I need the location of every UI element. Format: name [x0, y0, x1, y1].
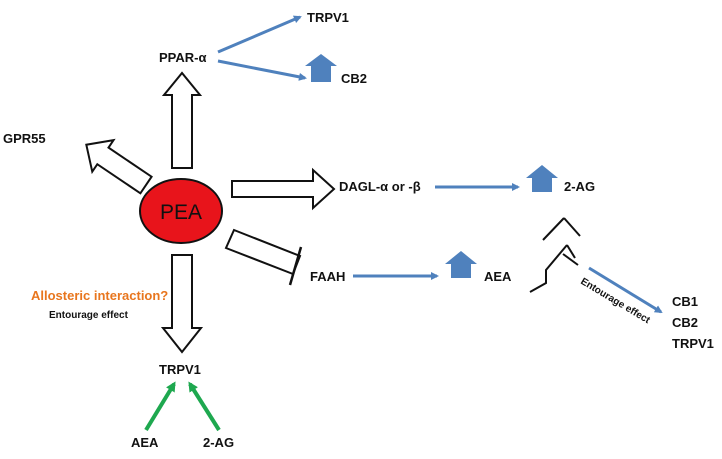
- up-arrow-icon: [526, 165, 558, 192]
- arrow-ppar-to-cb2: [217, 59, 307, 81]
- arrow-to-gpr55: [85, 138, 153, 195]
- aea-bottom-label: AEA: [131, 435, 159, 450]
- arrow-ppar-to-trpv1: [217, 15, 302, 54]
- pea-label: PEA: [160, 201, 202, 224]
- ppar-alpha-label: PPAR-α: [159, 50, 206, 65]
- faah-label: FAAH: [310, 269, 345, 284]
- arrow-to-dagl: [231, 167, 336, 211]
- bracket-arm: [562, 253, 579, 266]
- cb2-top-label: CB2: [341, 71, 367, 86]
- up-arrow-icon: [305, 54, 337, 82]
- aea-right-label: AEA: [484, 269, 512, 284]
- allosteric-label: Allosteric interaction?: [31, 288, 168, 303]
- arrow-2ag-to-trpv1: [188, 381, 221, 432]
- target-cb2: CB2: [672, 315, 698, 330]
- up-arrow-icon: [445, 251, 477, 278]
- arrow-to-trpv1-bottom: [160, 254, 204, 354]
- two-ag-right-label: 2-AG: [564, 179, 595, 194]
- dagl-label: DAGL-α or -β: [339, 179, 421, 194]
- inhibition-to-faah: [224, 228, 302, 276]
- two-ag-bottom-label: 2-AG: [203, 435, 234, 450]
- gpr55-label: GPR55: [3, 131, 46, 146]
- bracket: [529, 217, 581, 293]
- arrow-entourage-to-targets: [588, 266, 663, 314]
- arrow-aea-to-trpv1: [144, 381, 176, 432]
- arrow-to-ppar: [161, 71, 203, 169]
- trpv1-top-label: TRPV1: [307, 10, 349, 25]
- pea-node: [139, 178, 223, 244]
- entourage-left-label: Entourage effect: [49, 310, 129, 321]
- inhibition-bar: [288, 246, 303, 286]
- trpv1-bottom-label: TRPV1: [159, 362, 201, 377]
- target-trpv1: TRPV1: [672, 336, 714, 351]
- target-cb1: CB1: [672, 294, 698, 309]
